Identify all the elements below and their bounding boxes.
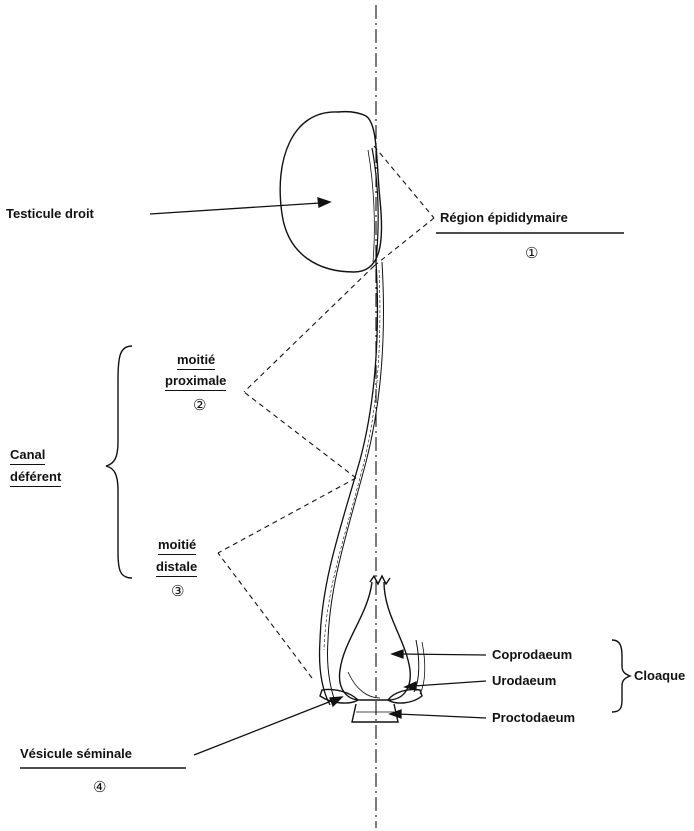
label-urodaeum: Urodaeum <box>492 673 556 689</box>
label-vesicule-seminale: Vésicule séminale <box>20 746 132 762</box>
cloaca-rim <box>370 576 390 584</box>
number-1: ① <box>525 244 538 262</box>
label-moitie-distale-2: distale <box>156 559 197 577</box>
label-testicule-droit: Testicule droit <box>6 206 94 222</box>
cloaca-body <box>340 582 411 700</box>
label-region-epididymaire: Région épididymaire <box>440 210 568 226</box>
number-3: ③ <box>171 582 184 600</box>
label-cloaque: Cloaque <box>634 668 685 684</box>
label-moitie-proximale-2: proximale <box>165 373 226 391</box>
cloaque-brace <box>612 640 630 712</box>
arrow-urodaeum <box>414 681 486 686</box>
label-coprodaeum: Coprodaeum <box>492 647 572 663</box>
arrow-testicule <box>150 203 320 214</box>
label-moitie-distale-1: moitié <box>158 537 196 555</box>
arrow-proctodaeum <box>398 714 486 718</box>
label-moitie-proximale-1: moitié <box>177 352 215 370</box>
arrow-vesicule <box>194 700 334 755</box>
canal-brace <box>106 346 132 578</box>
number-4: ④ <box>93 778 106 796</box>
label-canal: Canal <box>10 447 45 465</box>
number-2: ② <box>193 396 206 414</box>
label-proctodaeum: Proctodaeum <box>492 710 575 726</box>
testicle-outline <box>280 112 381 272</box>
arrow-coprodaeum <box>400 654 486 655</box>
label-deferent: déférent <box>10 469 61 487</box>
